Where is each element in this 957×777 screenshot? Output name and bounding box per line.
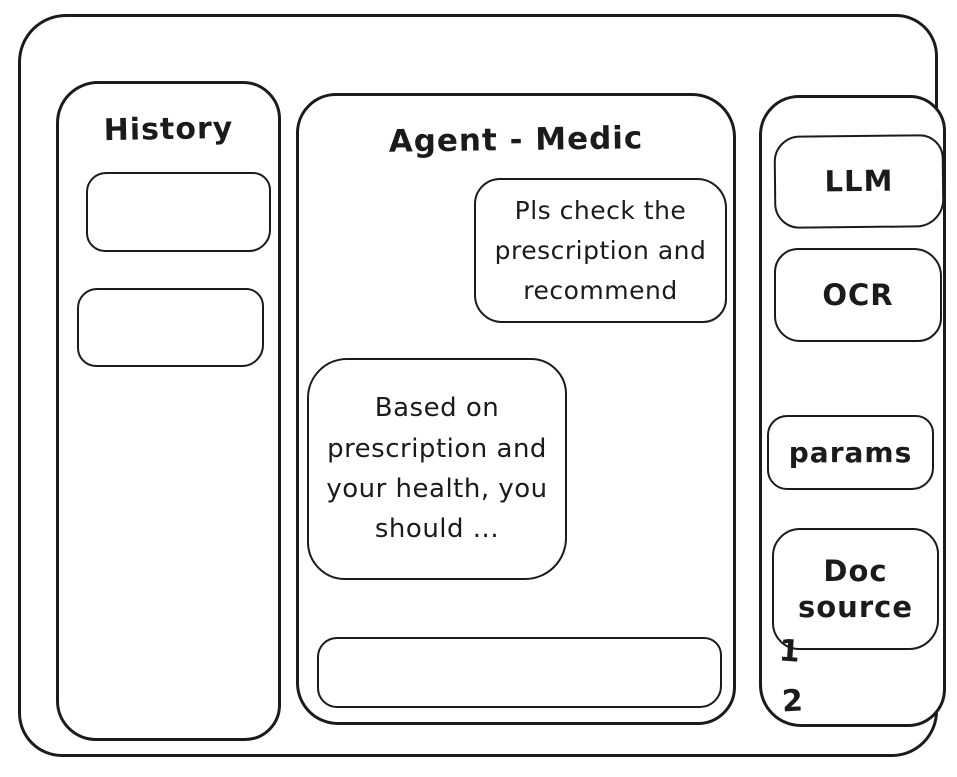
history-title: History: [103, 110, 234, 149]
message-input[interactable]: [317, 637, 722, 708]
llm-button[interactable]: LLM: [773, 134, 945, 229]
tools-panel: LLM OCR params Doc source 1 2: [759, 95, 946, 727]
history-item-2[interactable]: [77, 288, 264, 367]
doc-source-item-2[interactable]: 2: [781, 683, 804, 720]
history-item-1[interactable]: [86, 172, 271, 252]
doc-source-button[interactable]: Doc source: [772, 528, 939, 650]
app-window: History Agent - Medic Pls check the pres…: [18, 14, 946, 757]
history-panel: History: [56, 81, 281, 741]
ocr-button[interactable]: OCR: [774, 248, 942, 342]
chat-title: Agent - Medic: [388, 120, 644, 160]
user-message-bubble: Pls check the prescription and recommend: [474, 178, 727, 323]
chat-panel: Agent - Medic Pls check the prescription…: [296, 93, 736, 725]
doc-source-item-1[interactable]: 1: [777, 633, 802, 670]
user-message-text: Pls check the prescription and recommend: [494, 195, 707, 305]
params-button[interactable]: params: [767, 415, 934, 490]
agent-message-text: Based on prescription and your health, y…: [326, 393, 548, 545]
agent-message-bubble: Based on prescription and your health, y…: [307, 358, 567, 580]
